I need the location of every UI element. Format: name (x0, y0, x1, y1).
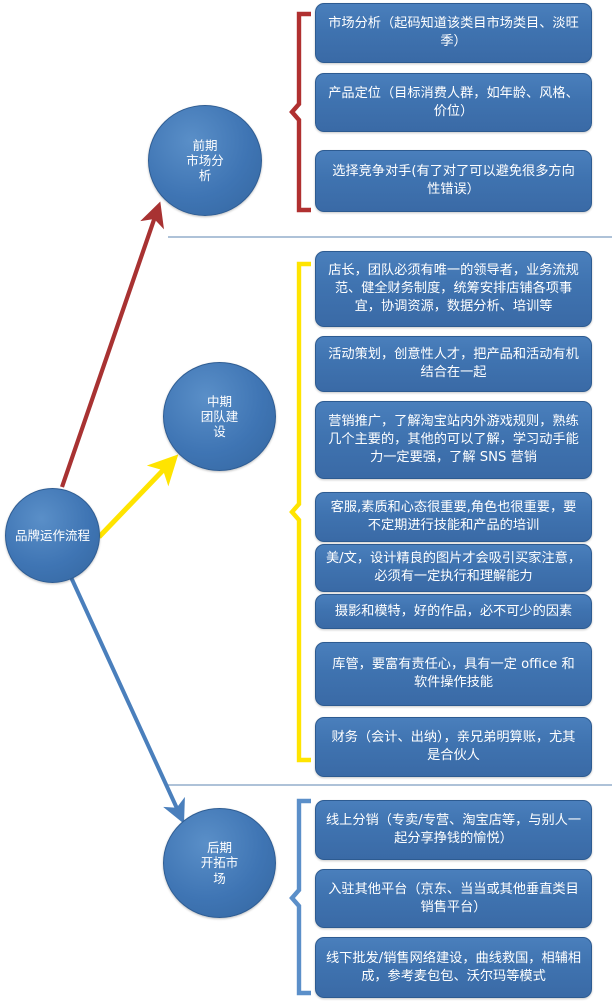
detail-box-text: 市场分析（起码知道该类目市场类目、淡旺季） (328, 16, 579, 49)
detail-box[interactable]: 入驻其他平台（京东、当当或其他垂直类目销售平台） (315, 869, 592, 928)
detail-box-text: 店长，团队必须有唯一的领导者，业务流规范、健全财务制度，统筹安排店铺各项事宜，协… (328, 263, 579, 314)
stage-3-line-1: 后期 (206, 840, 232, 856)
detail-box[interactable]: 活动策划，创意性人才，把产品和活动有机结合在一起 (315, 336, 592, 392)
stage-2-line-2: 团队建 (200, 408, 239, 424)
detail-box[interactable]: 店长，团队必须有唯一的领导者，业务流规范、健全财务制度，统筹安排店铺各项事宜，协… (315, 251, 592, 327)
detail-box[interactable]: 客服,素质和心态很重要,角色也很重要，要不定期进行技能和产品的培训 (315, 492, 592, 542)
detail-box-text: 财务（会计、出纳），亲兄弟明算账，尤其是合伙人 (331, 730, 576, 763)
detail-box[interactable]: 市场分析（起码知道该类目市场类目、淡旺季） (315, 3, 592, 63)
detail-box-text: 营销推广，了解淘宝站内外游戏规则，熟练几个主要的，其他的可以了解，学习动手能力一… (328, 414, 579, 465)
detail-box-text: 选择竞争对手(有了对了可以避免很多方向性错误） (332, 164, 575, 197)
detail-box-text: 活动策划，创意性人才，把产品和活动有机结合在一起 (328, 347, 579, 380)
stage-3-line-3: 场 (213, 870, 226, 886)
arrow-root-to-stage-2 (97, 454, 179, 539)
detail-box-text: 客服,素质和心态很重要,角色也很重要，要不定期进行技能和产品的培训 (330, 500, 577, 533)
stage-2-line-1: 中期 (206, 393, 232, 409)
detail-box[interactable]: 库管，要富有责任心，具有一定 office 和软件操作技能 (315, 642, 592, 706)
detail-box[interactable]: 美/文，设计精良的图片才会吸引买家注意，必须有一定执行和理解能力 (315, 544, 592, 592)
stage-node-1[interactable]: 前期 市场分 析 (148, 105, 262, 216)
detail-box[interactable]: 营销推广，了解淘宝站内外游戏规则，熟练几个主要的，其他的可以了解，学习动手能力一… (315, 401, 592, 479)
stage-node-2-label: 中期 团队建 设 (193, 394, 247, 440)
stage-3-line-2: 开拓市 (200, 855, 239, 871)
stage-1-line-3: 析 (198, 168, 212, 184)
brace-stage-3 (289, 798, 311, 996)
root-node[interactable]: 品牌运作流程 (5, 488, 100, 583)
arrow-root-to-stage-3 (68, 574, 185, 824)
detail-box[interactable]: 财务（会计、出纳），亲兄弟明算账，尤其是合伙人 (315, 717, 592, 777)
detail-box-text: 线下批发/销售网络建设，曲线救国，相辅相成，参考麦包包、沃尔玛等模式 (326, 950, 582, 984)
stage-node-3-label: 后期 开拓市 场 (193, 840, 247, 886)
detail-box-text: 入驻其他平台（京东、当当或其他垂直类目销售平台） (328, 881, 579, 915)
detail-box[interactable]: 线上分销（专卖/专营、淘宝店等，与别人一起分享挣钱的愉悦） (315, 800, 592, 860)
stage-node-3[interactable]: 后期 开拓市 场 (163, 808, 276, 918)
detail-box[interactable]: 产品定位（目标消费人群，如年龄、风格、价位） (315, 73, 592, 132)
detail-box-text: 产品定位（目标消费人群，如年龄、风格、价位） (328, 85, 579, 119)
brace-stage-1 (289, 11, 311, 213)
detail-box[interactable]: 线下批发/销售网络建设，曲线救国，相辅相成，参考麦包包、沃尔玛等模式 (315, 937, 592, 998)
detail-box[interactable]: 选择竞争对手(有了对了可以避免很多方向性错误） (315, 150, 592, 212)
stage-node-2[interactable]: 中期 团队建 设 (163, 362, 276, 471)
stage-1-line-2: 市场分 (186, 152, 224, 168)
stage-node-1-label: 前期 市场分 析 (178, 138, 232, 184)
detail-box-text: 美/文，设计精良的图片才会吸引买家注意，必须有一定执行和理解能力 (326, 551, 582, 584)
arrow-root-to-stage-1 (60, 201, 164, 488)
detail-box-text: 线上分销（专卖/专营、淘宝店等，与别人一起分享挣钱的愉悦） (326, 813, 582, 846)
root-node-label: 品牌运作流程 (14, 527, 90, 543)
brace-stage-2 (289, 261, 311, 763)
detail-box[interactable]: 摄影和模特，好的作品，必不可少的因素 (315, 594, 592, 629)
detail-box-text: 摄影和模特，好的作品，必不可少的因素 (334, 603, 573, 619)
stage-1-line-1: 前期 (192, 137, 218, 153)
detail-box-text: 库管，要富有责任心，具有一定 office 和软件操作技能 (332, 657, 575, 690)
stage-2-line-3: 设 (213, 424, 226, 440)
